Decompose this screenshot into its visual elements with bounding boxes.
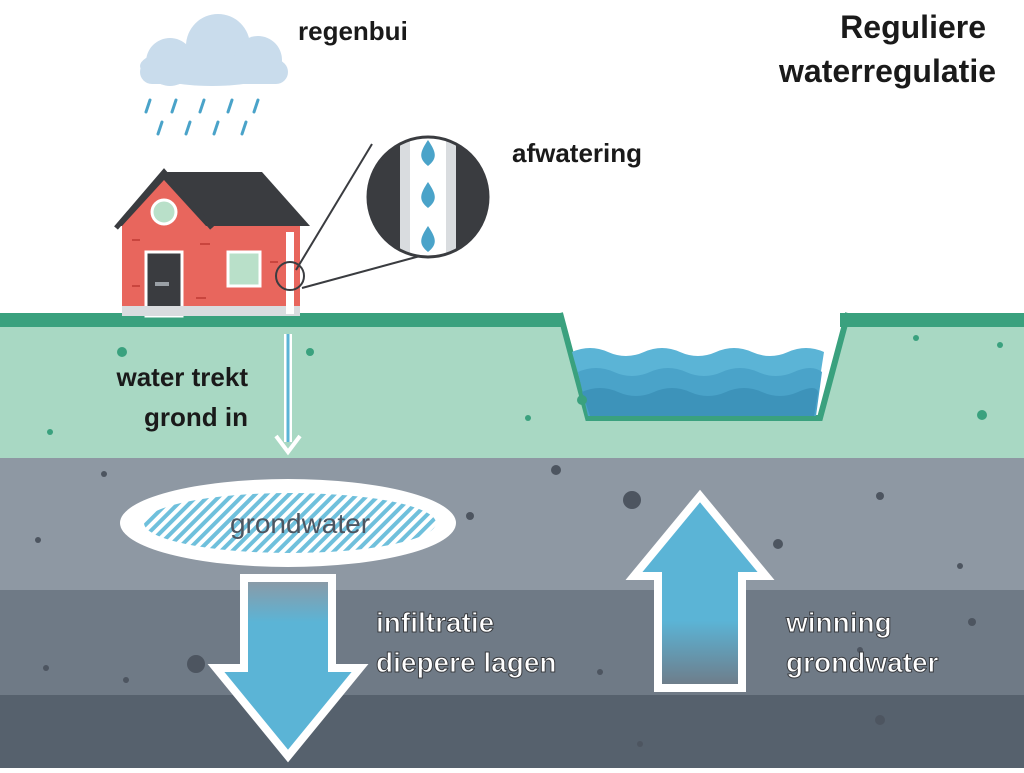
deep-soil-layer [0, 590, 1024, 695]
label-groundwater: grondwater [230, 508, 370, 539]
label-drainage: afwatering [512, 138, 642, 168]
ditch-edge [557, 312, 851, 421]
label-infiltration-line1: infiltratie [376, 607, 494, 638]
grass-right [840, 313, 1024, 327]
bedrock-layer [0, 695, 1024, 768]
magnifier-icon [275, 135, 490, 291]
rain-icon [144, 98, 260, 136]
cloud-icon [140, 14, 288, 86]
title-line1: Reguliere [840, 9, 986, 45]
topsoil-layer [0, 325, 1024, 458]
label-seepage-line2: grond in [144, 402, 248, 432]
label-extraction-line2: grondwater [786, 647, 939, 678]
groundwater-pool [120, 479, 456, 567]
label-seepage-line1: water trekt [116, 362, 249, 392]
house-icon [114, 168, 310, 318]
soil-speckles [35, 335, 1003, 747]
label-rain: regenbui [298, 16, 408, 46]
raindrop-icon [421, 182, 435, 208]
grass-left [0, 313, 563, 327]
arrow-down-icon [274, 334, 302, 456]
label-extraction-line1: winning [785, 607, 892, 638]
raindrop-icon [421, 226, 435, 252]
raindrop-icon [421, 140, 435, 166]
label-infiltration-line2: diepere lagen [376, 647, 557, 678]
title-line2: waterregulatie [778, 53, 996, 89]
arrow-up-icon [625, 489, 775, 692]
infiltration-arrow [207, 574, 369, 763]
ditch-water [572, 348, 824, 416]
